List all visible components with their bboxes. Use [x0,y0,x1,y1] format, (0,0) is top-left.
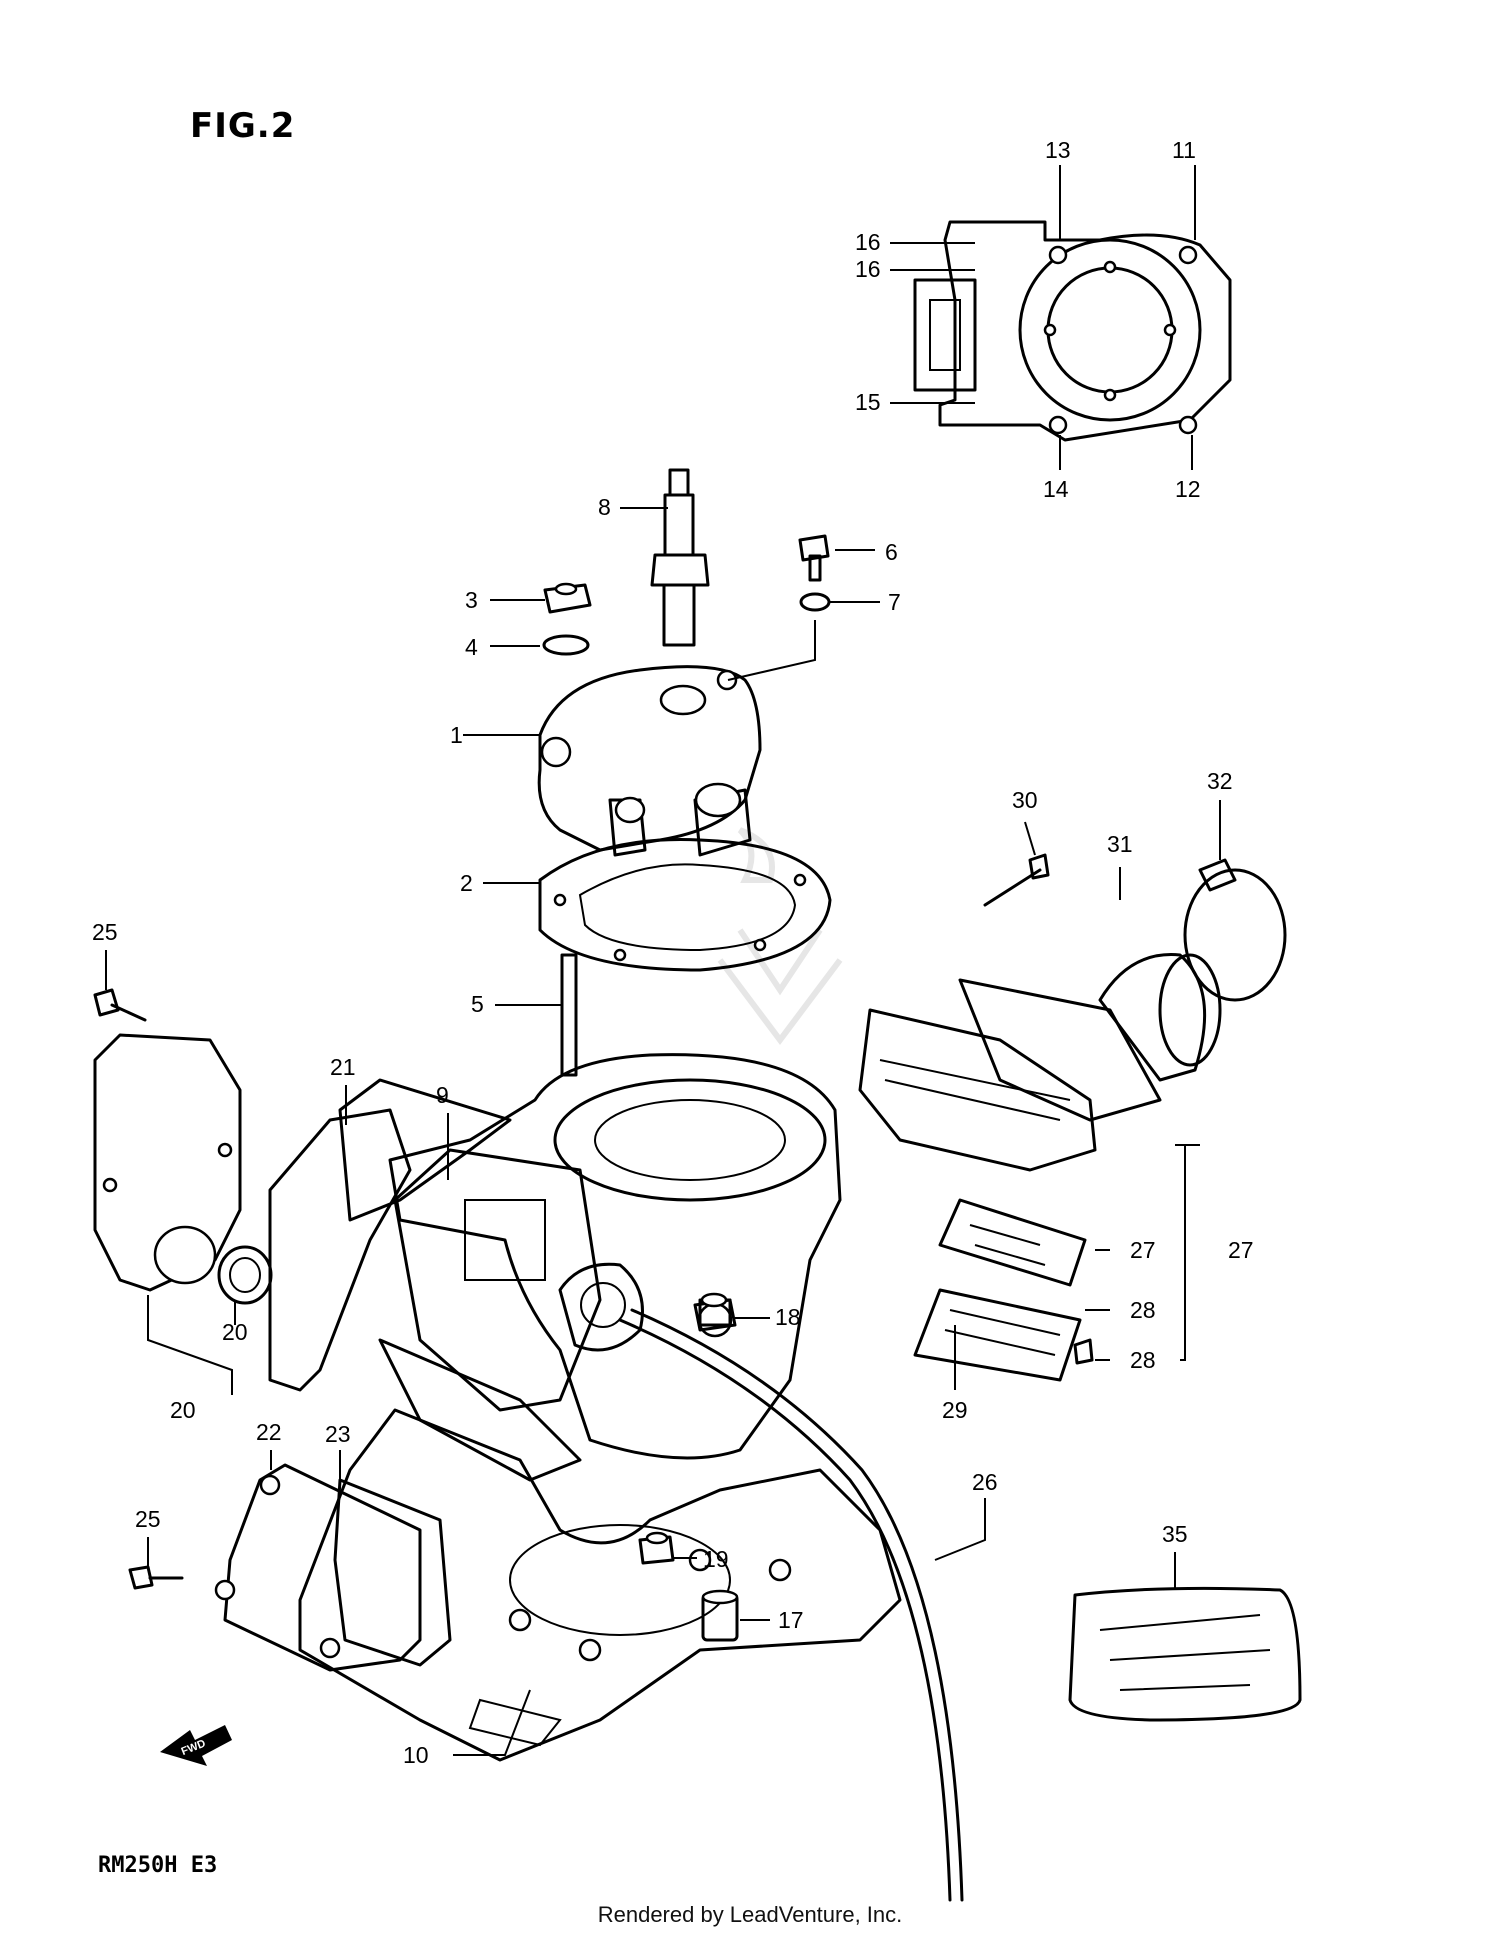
callout-leaders [105,165,1221,1756]
callout-22: 21 [330,1054,356,1080]
oil-seal [217,1245,273,1305]
callout-3: 3 [465,587,478,613]
valve-cover-plate [214,1463,422,1672]
fwd-arrow: FWD [160,1725,232,1766]
callout-18: 18 [775,1304,801,1330]
intake-pipe [958,953,1222,1122]
callout-6: 6 [885,539,898,565]
callout-25a: 25 [92,919,118,945]
head-washer [542,634,590,656]
head-nut [543,582,592,614]
callout-30: 28 [1130,1347,1156,1373]
callout-20: 20 [170,1397,196,1423]
reed-screw [1073,1338,1094,1365]
reed-plate [938,1198,1087,1287]
cylinder-head [537,665,762,857]
callout-7: 7 [888,589,901,615]
exhaust-cover-bolt-bottom [128,1565,184,1590]
callout-12: 12 [1175,476,1201,502]
spark-plug [650,468,710,647]
callout-23: 22 [256,1419,282,1445]
head-bolt [798,534,830,582]
callout-13: 13 [1045,137,1071,163]
callout-1: 1 [450,722,463,748]
callout-33: 31 [1107,831,1133,857]
callout-32: 30 [1012,787,1038,813]
callout-16a: 16 [855,229,881,255]
callout-14: 14 [1043,476,1069,502]
exhaust-valve-cover [93,1033,242,1292]
callout-29: 27 [1130,1237,1156,1263]
callout-8: 8 [598,494,611,520]
callout-17: 17 [778,1607,804,1633]
bolt-washer [799,592,831,612]
callout-24: 23 [325,1421,351,1447]
cylinder-nut-19 [638,1531,675,1565]
callout-25-lower: 25 [135,1506,161,1532]
callout-31: 29 [942,1397,968,1423]
valve-cover-gasket [333,1478,452,1667]
watermark-logo [717,827,843,1045]
cylinder-stud [560,953,578,1077]
callout-26: 26 [972,1469,998,1495]
cylinder-base-gasket [298,1408,902,1762]
cylinder [338,1053,842,1482]
touch-up-paint [1068,1586,1302,1722]
callout-27: 27 [1228,1237,1254,1263]
callout-5: 5 [471,991,484,1017]
callout-labels: 13 11 16 16 15 14 12 8 6 3 7 4 1 30 32 3… [92,137,1254,1768]
callout-34: 32 [1207,768,1233,794]
callout-2: 2 [460,870,473,896]
callout-16b: 16 [855,256,881,282]
footer-credit: Rendered by LeadVenture, Inc. [597,1902,903,1927]
callout-10: 10 [403,1742,429,1768]
exhaust-cover-bolt-top [93,988,147,1022]
cylinder-top-view-inset [913,220,1232,442]
reed-valve-assembly [858,1008,1097,1172]
breather-hose [618,1308,964,1902]
callout-28: 28 [1130,1297,1156,1323]
callout-19: 19 [703,1546,729,1572]
callout-35: 35 [1162,1521,1188,1547]
callout-4: 4 [465,634,478,660]
hose-clamp [1183,858,1287,1002]
reed-stopper [913,1288,1082,1382]
callout-21: 20 [222,1319,248,1345]
callout-9: 9 [436,1082,449,1108]
callout-11: 11 [1172,137,1196,163]
callout-15: 15 [855,389,881,415]
figure-title: FIG.2 [190,106,296,146]
exhaust-cover-gasket [268,1108,412,1392]
cylinder-nut-18 [693,1292,737,1332]
model-code: RM250H E3 [98,1853,218,1878]
head-gasket [538,838,832,972]
intake-bolt [983,853,1050,907]
dowel-pin [701,1589,739,1642]
